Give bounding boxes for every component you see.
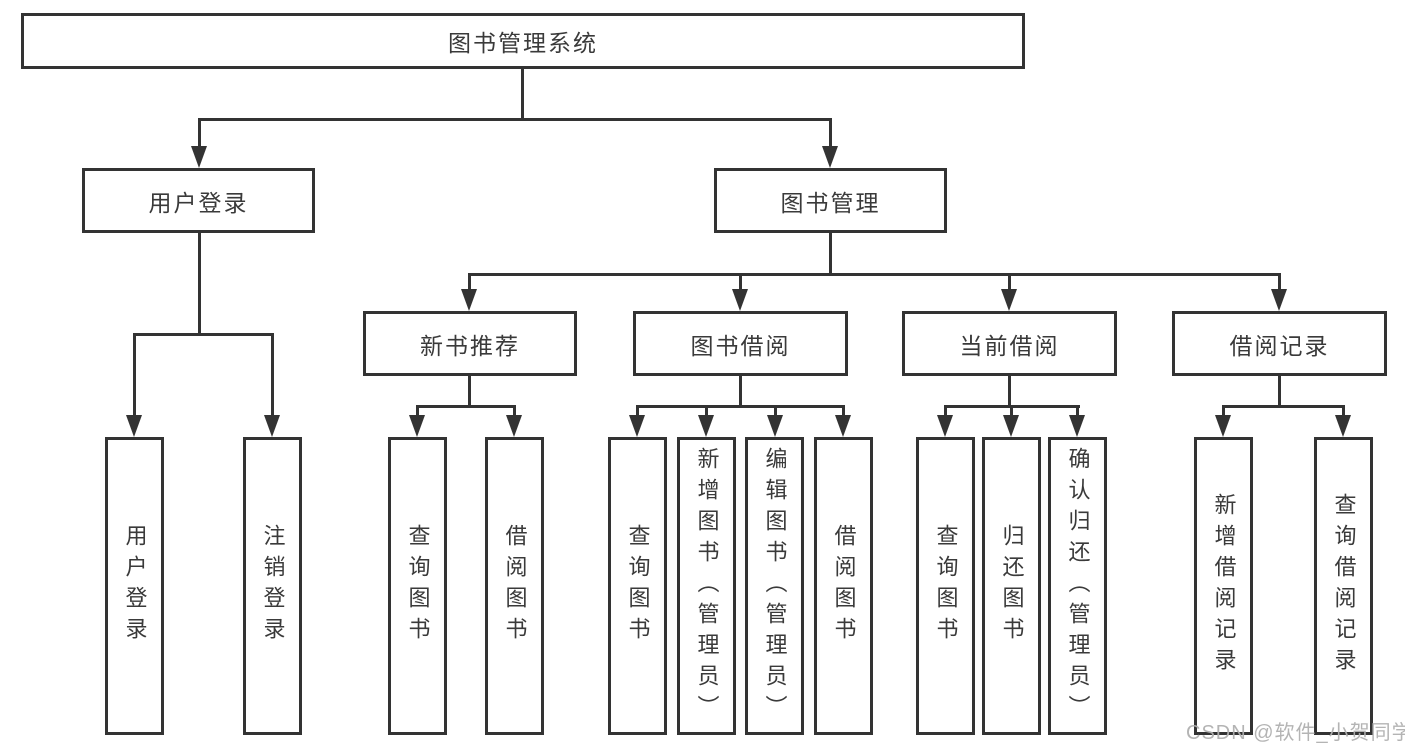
arrow-to-leaf-query-book-3 [937,405,953,437]
leaf-query-borrow-record: 查询借阅记录 [1314,437,1373,735]
leaf-query-book-3: 查询图书 [916,437,975,735]
arrow-to-book-management [822,118,838,168]
node-library-management-system: 图书管理系统 [21,13,1025,69]
node-label: 编辑图书（管理员） [762,446,788,726]
connector-book-borrow-branch [636,405,845,408]
leaf-add-book-admin: 新增图书（管理员） [677,437,736,735]
arrow-to-book-borrow [732,273,748,311]
leaf-add-borrow-record: 新增借阅记录 [1194,437,1253,735]
node-current-borrow: 当前借阅 [902,311,1117,376]
node-user-login: 用户登录 [82,168,315,233]
arrow-to-leaf-add-borrow-record [1215,405,1231,437]
node-label: 新增借阅记录 [1211,493,1237,679]
node-label: 用户登录 [148,189,249,216]
node-label: 图书借阅 [690,332,791,359]
node-label: 确认归还（管理员） [1065,446,1091,726]
node-new-book-recommend: 新书推荐 [363,311,577,376]
node-label: 查询借阅记录 [1331,493,1357,679]
arrow-to-leaf-query-borrow-record [1335,405,1351,437]
connector-book-mgmt-stem [829,233,832,276]
node-label: 新增图书（管理员） [694,446,720,726]
connector-user-login-stem [198,233,201,335]
node-label: 查询图书 [625,524,651,648]
leaf-borrow-book-2: 借阅图书 [814,437,873,735]
node-label: 借阅图书 [502,524,528,648]
arrow-to-current-borrow [1001,273,1017,311]
connector-book-borrow-stem [739,376,742,408]
node-label: 当前借阅 [959,332,1060,359]
arrow-to-leaf-query-book-2 [629,405,645,437]
node-label: 图书管理 [780,189,881,216]
leaf-user-login: 用户登录 [105,437,164,735]
node-book-management: 图书管理 [714,168,947,233]
node-label: 注销登录 [260,524,286,648]
connector-root-stem [521,68,524,120]
leaf-edit-book-admin: 编辑图书（管理员） [745,437,804,735]
arrow-to-borrow-record [1271,273,1287,311]
node-label: 借阅图书 [831,524,857,648]
arrow-to-leaf-query-book-1 [409,405,425,437]
arrow-to-leaf-logout [264,333,280,437]
connector-level2-branch [468,273,1281,276]
arrow-to-leaf-confirm-return [1069,405,1085,437]
arrow-to-user-login [191,118,207,168]
node-label: 查询图书 [405,524,431,648]
node-label: 归还图书 [999,524,1025,648]
node-label: 图书管理系统 [448,30,598,56]
arrow-to-leaf-borrow-book-1 [506,405,522,437]
watermark: CSDN @软件_小贺同学 [1186,722,1405,744]
arrow-to-new-book-recommend [461,273,477,311]
node-label: 新书推荐 [420,332,520,359]
connector-borrow-record-branch [1222,405,1345,408]
connector-new-book-stem [468,376,471,408]
leaf-logout: 注销登录 [243,437,302,735]
node-label: 用户登录 [122,524,148,648]
connector-new-book-branch [416,405,516,408]
leaf-query-book-1: 查询图书 [388,437,447,735]
connector-user-login-branch [133,333,274,336]
arrow-to-leaf-user-login [126,333,142,437]
arrow-to-leaf-return-book [1003,405,1019,437]
arrow-to-leaf-borrow-book-2 [835,405,851,437]
leaf-confirm-return-admin: 确认归还（管理员） [1048,437,1107,735]
node-borrow-record: 借阅记录 [1172,311,1387,376]
node-label: 查询图书 [933,524,959,648]
leaf-return-book: 归还图书 [982,437,1041,735]
connector-current-borrow-stem [1008,376,1011,408]
connector-level1-branch [198,118,832,121]
arrow-to-leaf-add-book [698,405,714,437]
arrow-to-leaf-edit-book [767,405,783,437]
node-book-borrow: 图书借阅 [633,311,848,376]
leaf-borrow-book-1: 借阅图书 [485,437,544,735]
node-label: 借阅记录 [1229,332,1330,359]
connector-borrow-record-stem [1278,376,1281,408]
leaf-query-book-2: 查询图书 [608,437,667,735]
